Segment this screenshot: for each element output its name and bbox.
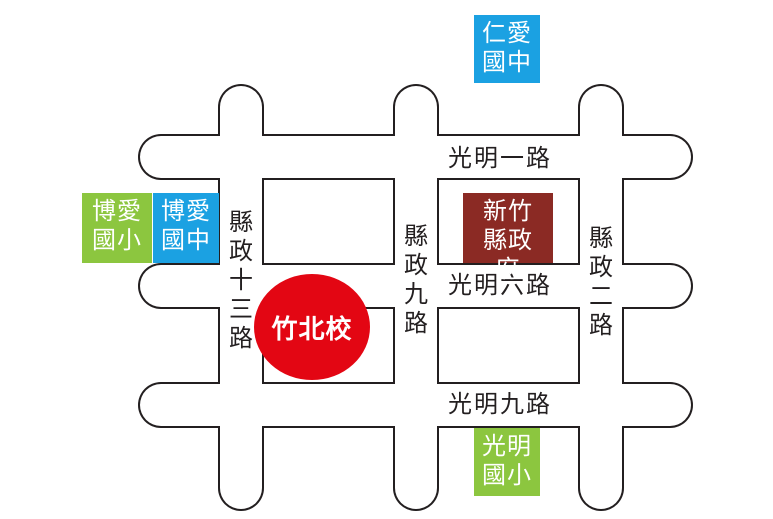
road-label-xianzheng-13: 縣政十三路 [229, 208, 253, 352]
road-label-xianzheng-9: 縣政九路 [404, 222, 428, 337]
county-government-tag: 新竹縣政府 [463, 193, 553, 283]
renai-junior-high-tag: 仁愛國中 [474, 15, 540, 83]
road-label-guangming-6: 光明六路 [448, 271, 552, 299]
guangming-elementary-tag: 光明國小 [474, 428, 540, 496]
road-label-guangming-9: 光明九路 [448, 390, 552, 418]
road-label-guangming-1: 光明一路 [448, 144, 552, 172]
boai-elementary-tag: 博愛國小 [82, 193, 152, 263]
boai-junior-high-tag: 博愛國中 [153, 193, 219, 263]
campus-marker: 竹北校 [254, 274, 370, 380]
road-label-xianzheng-2: 縣政二路 [589, 224, 613, 339]
